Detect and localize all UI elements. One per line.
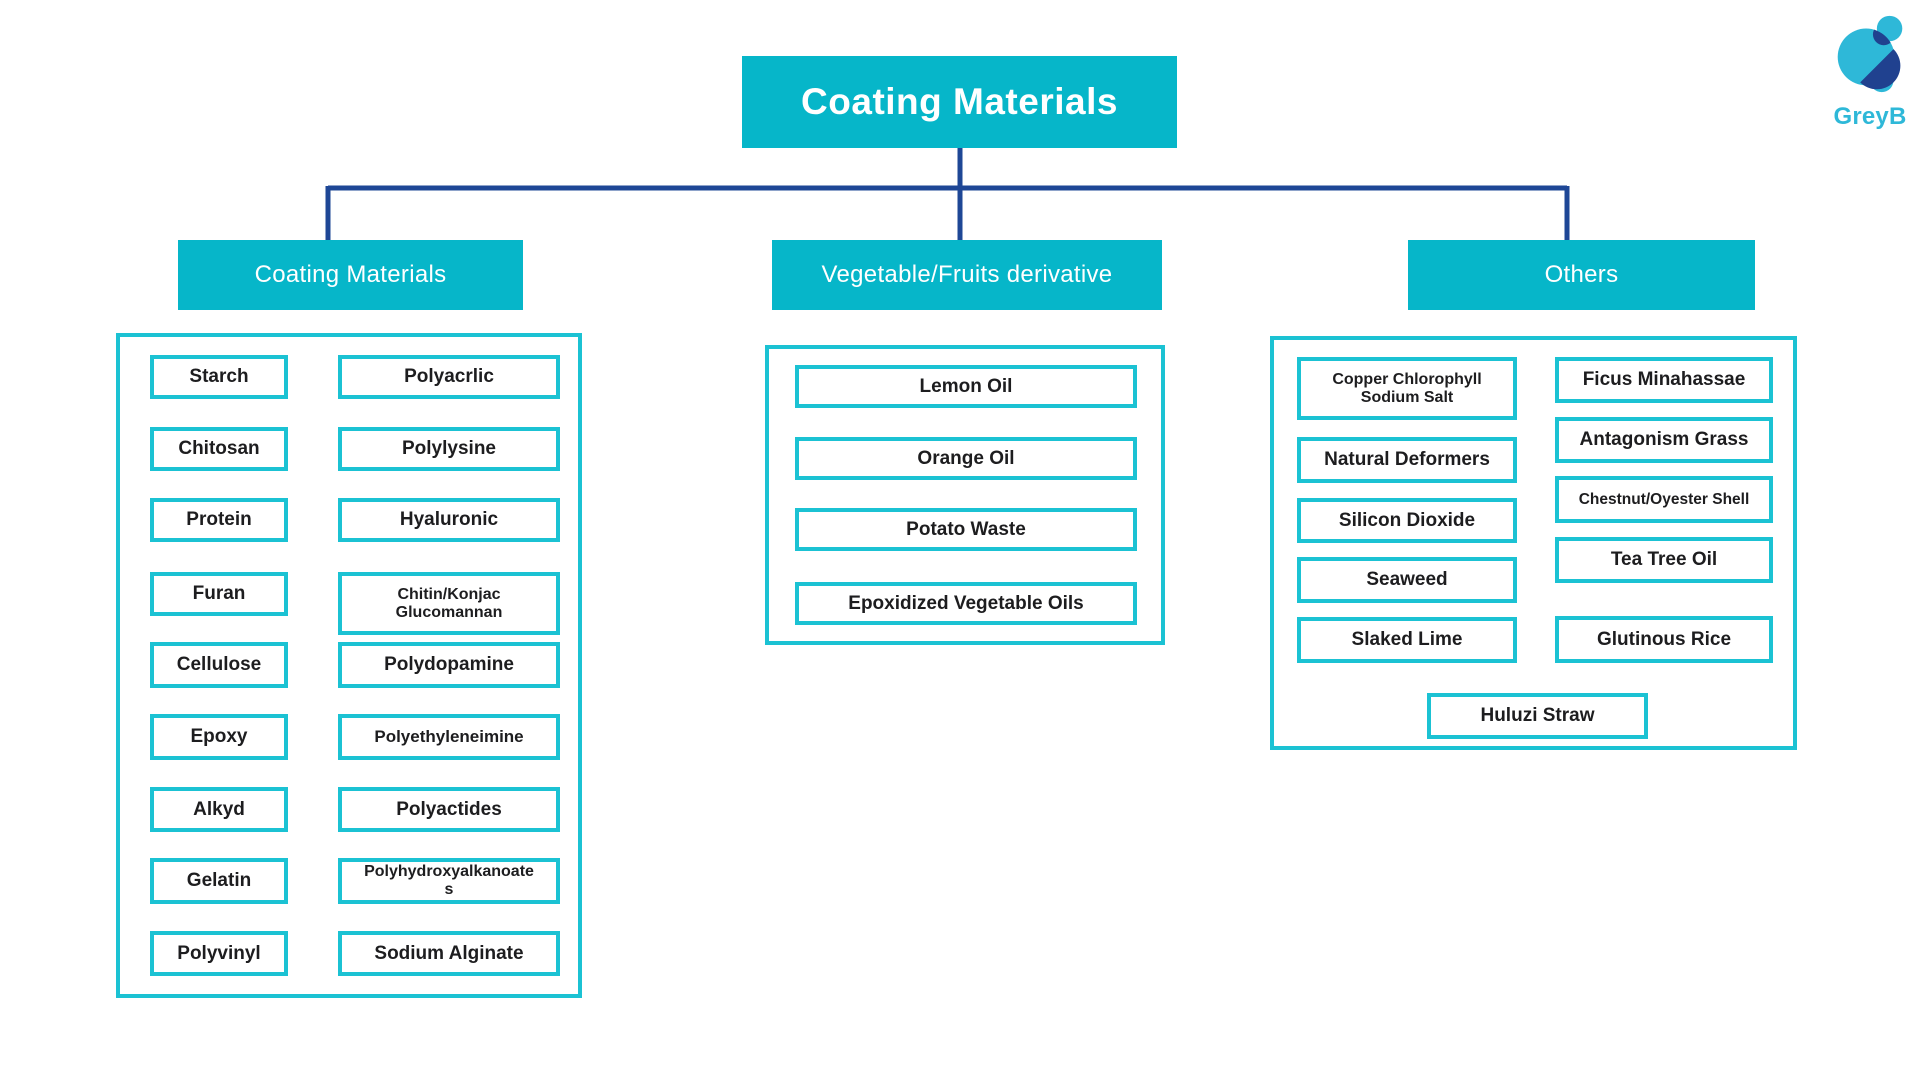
node-seaweed: Seaweed [1297,557,1517,603]
node-slaked-lime: Slaked Lime [1297,617,1517,663]
branch-header-coating-materials: Coating Materials [178,240,523,310]
node-polylysine: Polylysine [338,427,560,471]
node-protein: Protein [150,498,288,542]
node-epoxy: Epoxy [150,714,288,760]
node-gelatin: Gelatin [150,858,288,904]
node-chestnut-oyester-shell: Chestnut/Oyester Shell [1555,476,1773,523]
node-chitosan: Chitosan [150,427,288,471]
node-copper-chlorophyll-sodium-salt: Copper Chlorophyll Sodium Salt [1297,357,1517,420]
node-silicon-dioxide: Silicon Dioxide [1297,498,1517,543]
node-polyactides: Polyactides [338,787,560,832]
node-starch: Starch [150,355,288,399]
node-cellulose: Cellulose [150,642,288,688]
node-chitin-konjac-glucomannan: Chitin/Konjac Glucomannan [338,572,560,635]
node-polyethyleneimine: Polyethyleneimine [338,714,560,760]
node-natural-deformers: Natural Deformers [1297,437,1517,483]
node-antagonism-grass: Antagonism Grass [1555,417,1773,463]
root-node-title: Coating Materials [742,56,1177,148]
node-potato-waste: Potato Waste [795,508,1137,551]
node-huluzi-straw: Huluzi Straw [1427,693,1648,739]
greyb-logo: GreyB [1826,8,1914,130]
node-sodium-alginate: Sodium Alginate [338,931,560,976]
node-lemon-oil: Lemon Oil [795,365,1137,408]
node-alkyd: Alkyd [150,787,288,832]
node-hyaluronic: Hyaluronic [338,498,560,542]
node-tea-tree-oil: Tea Tree Oil [1555,537,1773,583]
node-polyvinyl: Polyvinyl [150,931,288,976]
node-glutinous-rice: Glutinous Rice [1555,616,1773,663]
greyb-logo-icon [1837,15,1903,93]
node-ficus-minahassae: Ficus Minahassae [1555,357,1773,403]
node-orange-oil: Orange Oil [795,437,1137,480]
branch-header-vegetable-fruits-derivative: Vegetable/Fruits derivative [772,240,1162,310]
node-polydopamine: Polydopamine [338,642,560,688]
node-epoxidized-vegetable-oils: Epoxidized Vegetable Oils [795,582,1137,625]
node-polyacrlic: Polyacrlic [338,355,560,399]
node-furan: Furan [150,572,288,616]
node-polyhydroxyalkanoates: Polyhydroxyalkanoates [338,858,560,904]
branch-header-others: Others [1408,240,1755,310]
greyb-logo-text: GreyB [1833,103,1907,130]
